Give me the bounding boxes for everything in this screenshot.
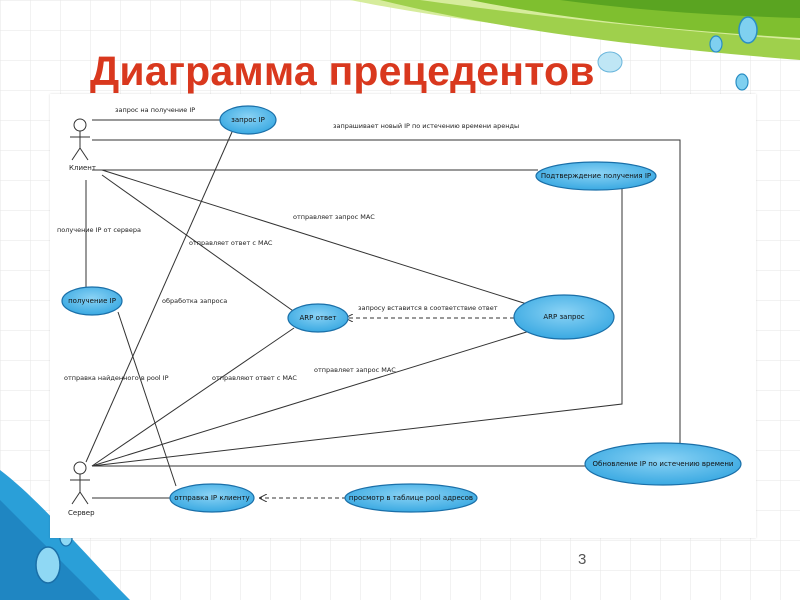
slide-title: Диаграмма прецедентов: [90, 48, 595, 94]
actor-server-label: Сервер: [68, 509, 95, 517]
actor-client: [70, 118, 90, 161]
label-sends-mac-request-2: отправляет запрос MAC: [314, 366, 396, 374]
label-request-for-ip: запрос на получение IP: [115, 106, 195, 114]
water-drop-decoration: [35, 16, 758, 584]
line-server-arp-request: [91, 329, 534, 467]
label-sends-mac-reply-2: отправляют ответ с MAC: [212, 374, 297, 382]
use-case-confirm-ip: Подтверждение получения IP: [535, 161, 657, 191]
label-receive-from-server: получение IP от сервера: [57, 226, 141, 234]
use-case-pool-lookup: просмотр в таблице pool адресов: [344, 483, 478, 513]
association-lines: [85, 119, 681, 499]
label-request-processing: обработка запроса: [162, 297, 227, 305]
use-case-diagram: Клиент Сервер запрос IP Подтверждение по…: [50, 94, 756, 538]
label-send-found-ip: отправка найденного в pool IP: [64, 374, 169, 382]
actor-client-label: Клиент: [69, 164, 96, 172]
label-sends-mac-request-1: отправляет запрос MAC: [293, 213, 375, 221]
use-case-request-ip-label: запрос IP: [231, 116, 265, 124]
page-number: 3: [578, 551, 587, 568]
line-client-arp-reply: [101, 174, 297, 314]
line-server-confirm-ip: [91, 188, 623, 467]
diagram-canvas: Клиент Сервер запрос IP Подтверждение по…: [57, 105, 742, 517]
use-case-renew-ip-label: Обновление IP по истечению времени: [593, 460, 734, 468]
label-sends-mac-reply-1: отправляет ответ с MAC: [189, 239, 273, 247]
use-case-receive-ip: получение IP: [61, 286, 123, 316]
label-renew-request: запрашивает новый IP по истечению времен…: [333, 122, 519, 130]
line-client-arp-request: [101, 169, 531, 306]
use-case-request-ip: запрос IP: [219, 105, 277, 135]
use-case-arp-reply-label: ARP ответ: [300, 314, 337, 322]
use-case-arp-request-label: ARP запрос: [543, 313, 584, 321]
use-case-confirm-ip-label: Подтверждение получения IP: [541, 172, 651, 180]
use-case-renew-ip: Обновление IP по истечению времени: [584, 442, 742, 486]
line-server-request-ip: [85, 131, 233, 463]
line-server-arp-reply: [91, 327, 295, 467]
use-case-send-ip: отправка IP клиенту: [169, 483, 255, 513]
line-client-renew-ip: [92, 139, 681, 448]
use-case-receive-ip-label: получение IP: [68, 297, 116, 305]
use-case-pool-lookup-label: просмотр в таблице pool адресов: [349, 494, 473, 502]
use-case-send-ip-label: отправка IP клиенту: [174, 494, 249, 502]
label-insert-request: запросу вставится в соответствие ответ: [358, 304, 498, 312]
dependency-lines: [260, 318, 514, 498]
use-case-arp-request: ARP запрос: [513, 294, 615, 340]
use-case-arp-reply: ARP ответ: [287, 303, 349, 333]
actor-server: [70, 461, 90, 505]
